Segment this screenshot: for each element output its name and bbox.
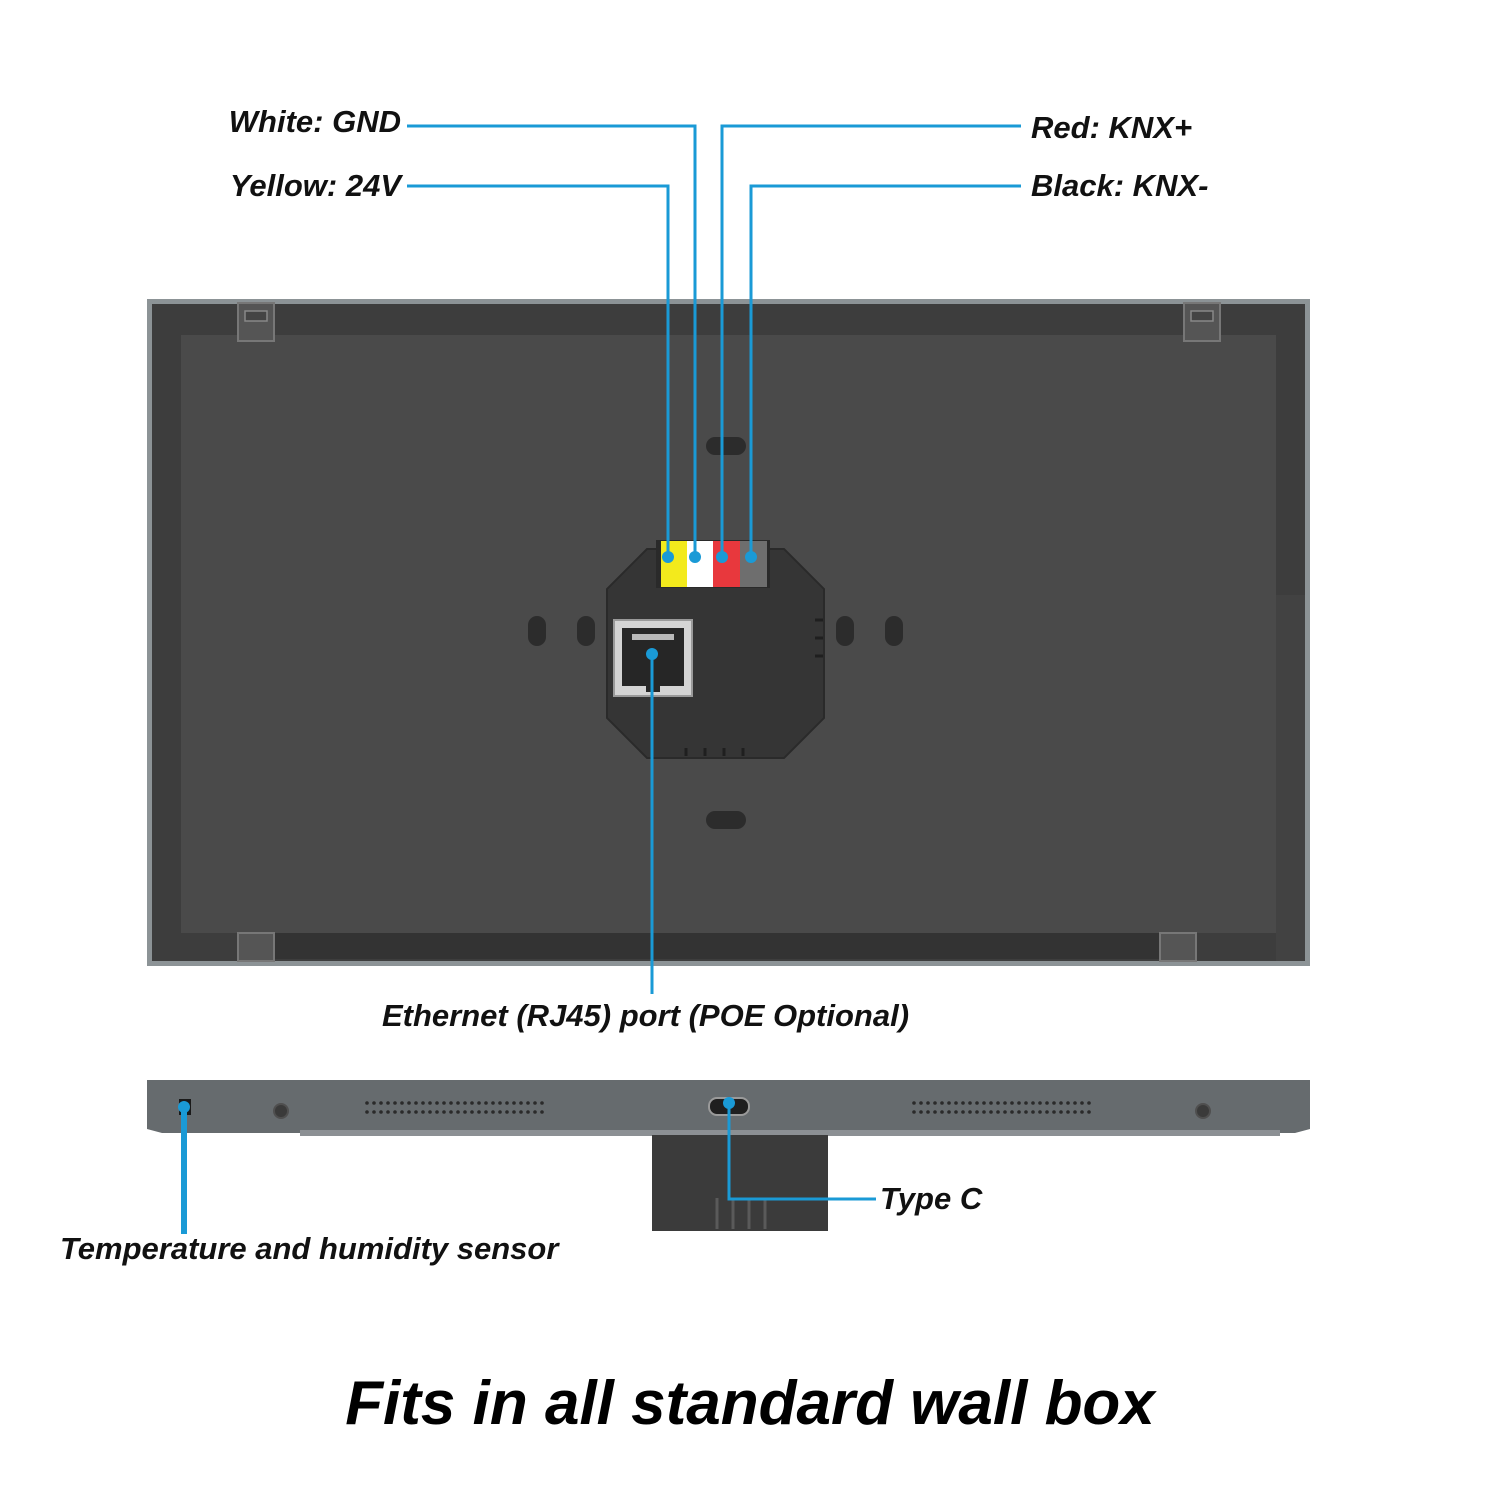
leader-lines — [181, 124, 1021, 1234]
terminal-yellow — [661, 541, 687, 587]
leader-red-knx-plus — [720, 124, 1021, 557]
bottom-clip-right — [1159, 932, 1197, 962]
screw-slot — [885, 616, 903, 646]
label-yellow-24v: Yellow: 24V — [229, 168, 401, 203]
terminal-red — [713, 541, 740, 587]
screw-slot — [836, 616, 854, 646]
side-lower-strip — [300, 1130, 1280, 1136]
terminal-black — [740, 541, 767, 587]
right-edge-strip — [1276, 595, 1305, 961]
bottom-slot — [706, 811, 746, 829]
connector-module — [606, 548, 825, 759]
label-sensor: Temperature and humidity sensor — [60, 1231, 559, 1266]
label-type-c: Type C — [880, 1181, 983, 1216]
speaker-grille-right — [912, 1101, 1091, 1114]
screw — [1195, 1103, 1211, 1119]
speaker-grille-left — [365, 1101, 544, 1114]
screw-slot — [577, 616, 595, 646]
label-ethernet-port: Ethernet (RJ45) port (POE Optional) — [382, 998, 910, 1033]
top-slot — [706, 437, 746, 455]
terminal-white — [687, 541, 713, 587]
terminal-block — [656, 540, 770, 588]
wall-box-housing — [652, 1135, 828, 1231]
top-clip-right — [1183, 302, 1221, 342]
top-clip-left — [237, 302, 275, 342]
label-white-gnd: White: GND — [228, 104, 401, 139]
leader-type-c — [727, 1103, 876, 1201]
leader-black-knx-minus — [749, 184, 1021, 557]
bottom-clip-left — [237, 932, 275, 962]
screw-slot — [528, 616, 546, 646]
screw — [273, 1103, 289, 1119]
headline: Fits in all standard wall box — [345, 1369, 1155, 1438]
leader-dots — [178, 551, 757, 1113]
bottom-rail — [273, 933, 1161, 959]
housing-vents — [715, 1198, 767, 1229]
module-vents — [684, 618, 823, 756]
label-red-knx-plus: Red: KNX+ — [1031, 110, 1193, 145]
label-black-knx-minus: Black: KNX- — [1031, 168, 1209, 203]
leader-white-gnd — [407, 124, 697, 557]
panel-back-view — [147, 299, 1310, 966]
leader-yellow-24v — [407, 184, 670, 557]
